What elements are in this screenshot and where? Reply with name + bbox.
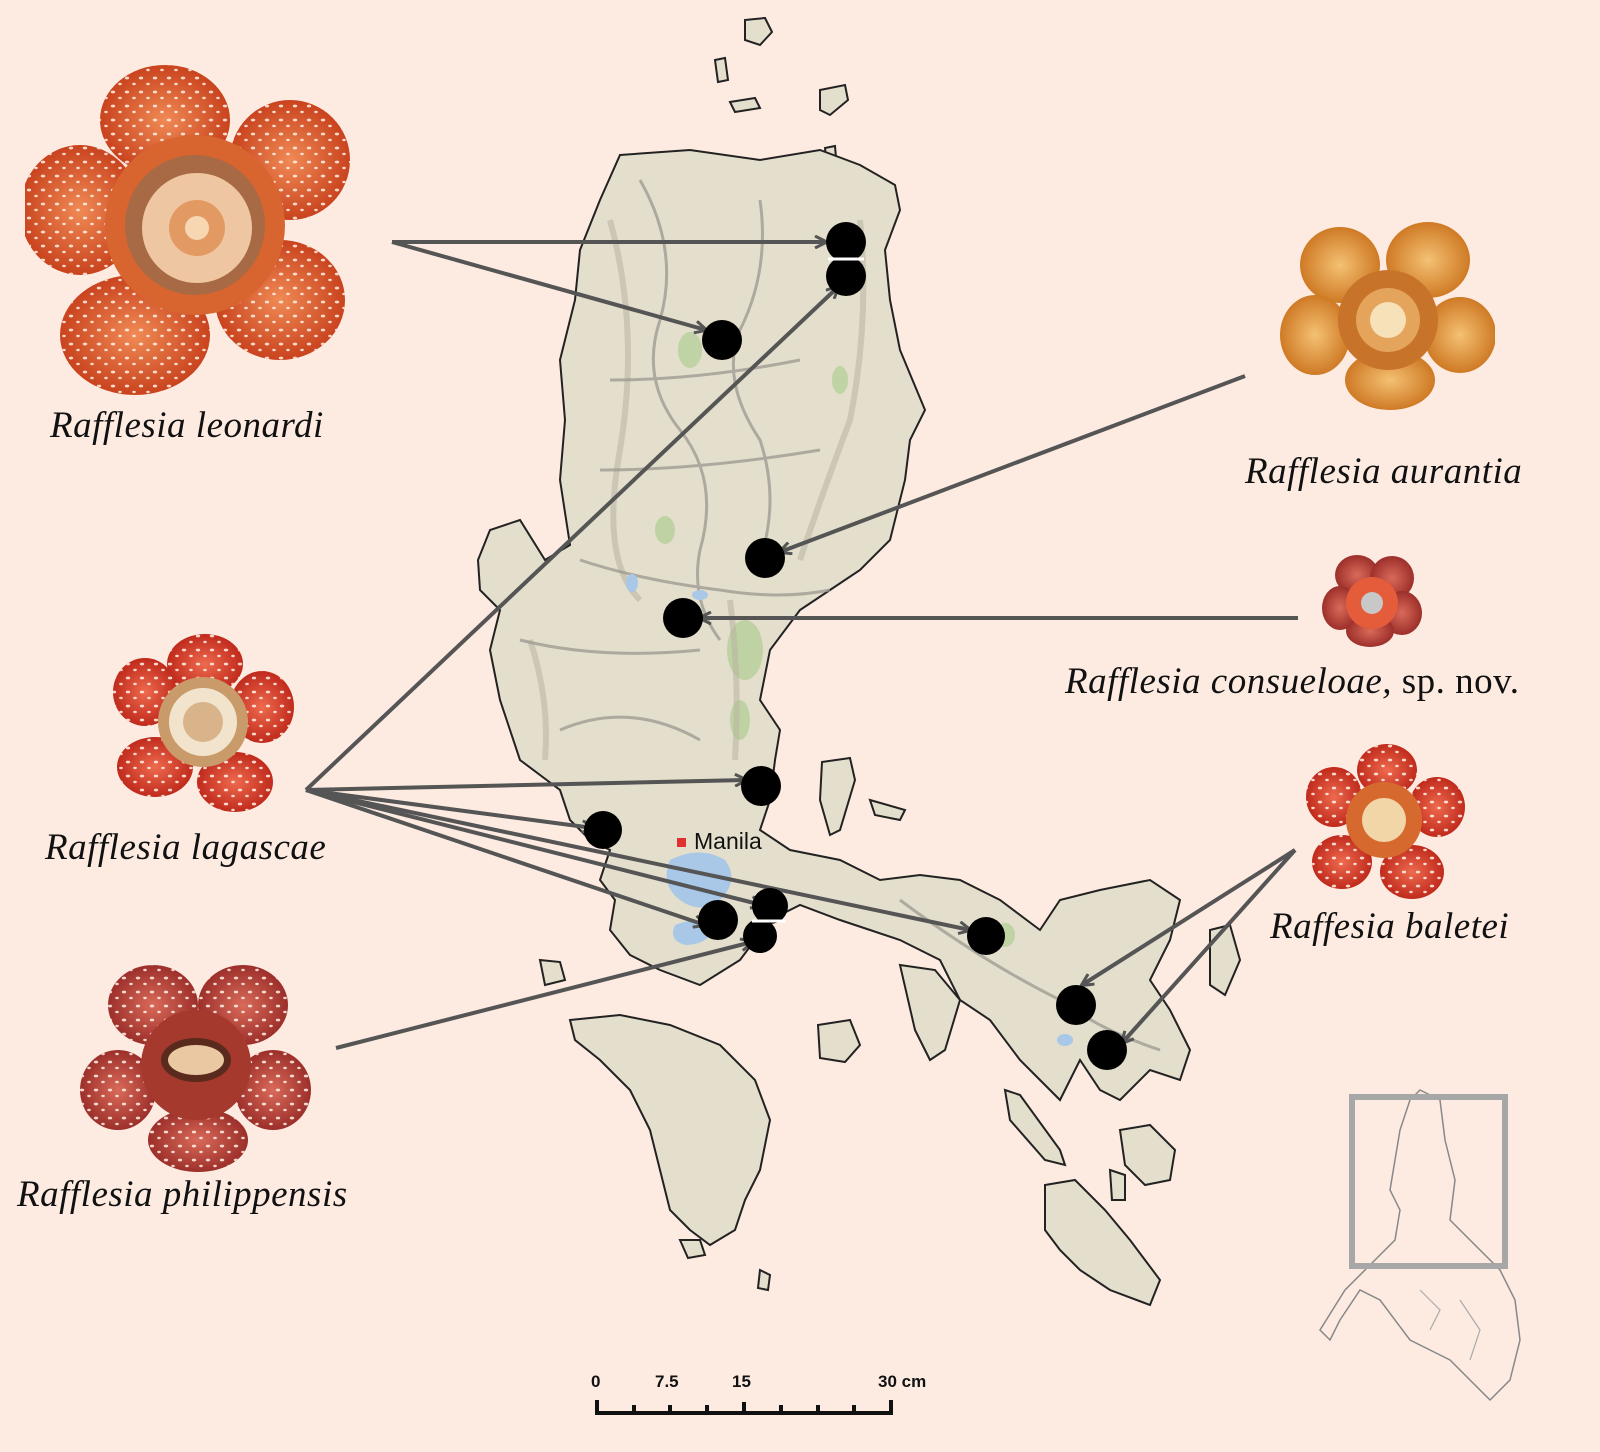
arrow-lagascae-5 [305, 788, 762, 905]
arrow-lagascae-2 [305, 780, 746, 792]
rafflesia-leonardi-flower [25, 65, 350, 395]
northern-islets [713, 16, 850, 159]
scale-tick-15: 15 [732, 1372, 751, 1391]
arrow-lagascae-6 [305, 788, 970, 930]
marker-aurantia [745, 538, 785, 578]
rafflesia-consueloae-flower [1322, 555, 1422, 647]
arrow-philippensis [335, 942, 752, 1050]
marker-lagascae-east [741, 766, 781, 806]
arrow-aurantia [780, 374, 1246, 552]
scale-tick-7-5: 7.5 [655, 1372, 679, 1391]
arrow-leonardi-2 [391, 240, 706, 330]
marker-philippensis [743, 919, 777, 953]
marker-lagascae-south-1 [698, 900, 738, 940]
arrow-lagascae-4 [305, 788, 705, 925]
location-markers [584, 222, 1127, 1070]
arrows [304, 240, 1298, 1050]
inset-philippines-outline [1319, 1089, 1521, 1402]
rafflesia-aurantia-flower [1280, 222, 1495, 410]
marker-lagascae-north [826, 256, 866, 296]
scale-tick-30cm: 30 cm [878, 1372, 927, 1391]
arrow-lagascae-3 [305, 788, 593, 828]
label-rafflesia-lagascae: Rafflesia lagascae [45, 827, 327, 868]
marker-lagascae-bicol [967, 917, 1005, 955]
rafflesia-philippensis-flower [80, 965, 311, 1172]
mindoro-island [568, 1013, 772, 1247]
inset-map [1319, 1089, 1521, 1402]
manila-marker [677, 838, 686, 847]
label-rafflesia-philippensis: Rafflesia philippensis [17, 1174, 348, 1215]
rafflesia-lagascae-flower [113, 634, 294, 812]
label-rafflesia-aurantia: Rafflesia aurantia [1245, 451, 1523, 492]
marker-lagascae-south-2 [752, 888, 788, 924]
arrow-lagascae-1 [304, 287, 838, 792]
scale-tick-0: 0 [591, 1372, 601, 1391]
province-boundaries [519, 179, 1161, 1052]
label-rafflesia-leonardi: Rafflesia leonardi [50, 405, 324, 446]
arrow-baletei-1 [1082, 848, 1297, 985]
marker-leonardi-west [702, 320, 742, 360]
southern-islands [538, 756, 1242, 1307]
marker-separators [752, 257, 864, 923]
inset-extent-box [1349, 1094, 1508, 1269]
city-label-manila: Manila [694, 828, 762, 854]
marker-baletei-1 [1056, 985, 1096, 1025]
label-raffesia-baletei: Raffesia baletei [1270, 906, 1510, 947]
scale-bar [595, 1400, 893, 1415]
rafflesia-baletei-flower [1306, 744, 1465, 899]
marker-baletei-2 [1087, 1030, 1127, 1070]
marker-consueloae [663, 598, 703, 638]
marker-lagascae-west [584, 811, 622, 849]
label-rafflesia-consueloae: Rafflesia consueloae, sp. nov. [1065, 661, 1520, 702]
marker-leonardi-north [826, 222, 866, 262]
arrow-baletei-2 [1122, 848, 1297, 1043]
